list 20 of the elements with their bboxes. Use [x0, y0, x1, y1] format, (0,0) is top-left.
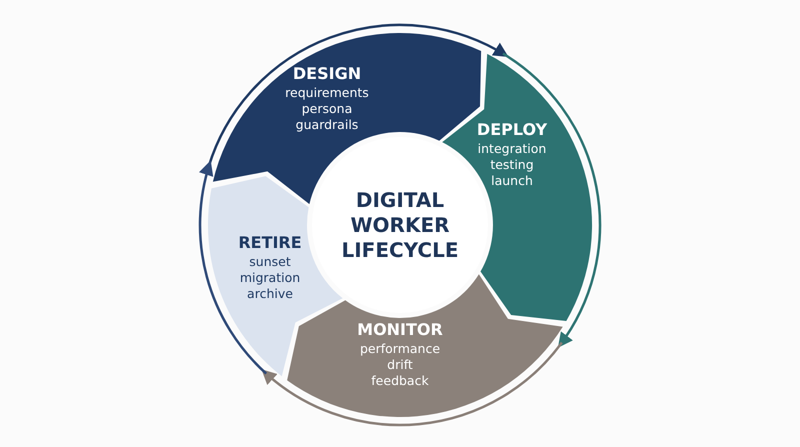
stage-item: performance — [360, 341, 440, 357]
stage-heading: RETIRE — [238, 233, 302, 253]
stage-item: integration — [478, 141, 546, 157]
stage-item: feedback — [371, 373, 429, 389]
center-title: DIGITAL WORKER LIFECYCLE — [340, 188, 460, 262]
cycle-arrow — [261, 342, 563, 426]
stage-item: guardrails — [296, 117, 358, 133]
stage-item: launch — [491, 173, 533, 189]
stage-item: migration — [240, 270, 300, 286]
cycle-arrow — [502, 52, 602, 348]
stage-item: archive — [247, 286, 293, 302]
stage-item: persona — [302, 101, 352, 117]
stage-heading: DEPLOY — [476, 120, 548, 140]
stage-heading: MONITOR — [357, 320, 443, 340]
stage-item: sunset — [249, 254, 291, 270]
stage-item: requirements — [285, 85, 369, 101]
stage-heading: DESIGN — [292, 64, 362, 84]
cycle-arrow — [199, 160, 268, 374]
stage-item: testing — [490, 157, 534, 173]
stage-item: drift — [387, 357, 413, 373]
